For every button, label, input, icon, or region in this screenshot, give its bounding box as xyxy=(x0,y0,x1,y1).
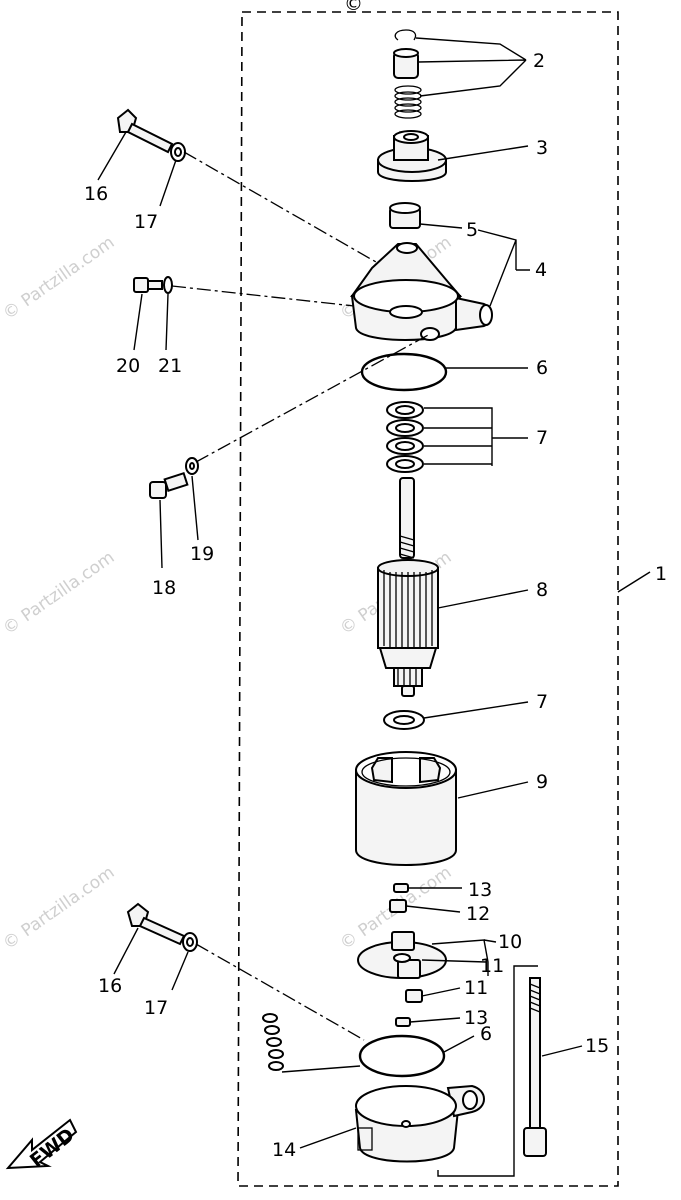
terminal-small-parts xyxy=(262,1013,284,1071)
part-17-washer-top xyxy=(170,142,186,162)
top-copyright-mark: © xyxy=(344,0,363,15)
callout-11-top: 11 xyxy=(480,955,504,977)
part-16-bolt-top xyxy=(116,108,174,154)
part-10-brush-holder xyxy=(357,931,447,979)
part-7-washer-stack-top xyxy=(386,401,424,473)
fwd-arrow-icon: FWD xyxy=(5,1118,79,1172)
callout-9: 9 xyxy=(536,771,548,793)
part-2-clip-collar-spring xyxy=(393,29,422,119)
callout-19: 19 xyxy=(190,543,214,565)
callout-12: 12 xyxy=(466,903,490,925)
assembly-dashed-border xyxy=(237,11,619,1187)
callout-5: 5 xyxy=(466,219,478,241)
callout-11-bottom: 11 xyxy=(464,977,488,999)
part-5-bushing xyxy=(389,202,421,229)
part-8-armature xyxy=(377,477,439,697)
callout-17-bottom: 17 xyxy=(144,997,168,1019)
watermark-3: © Partzilla.com xyxy=(0,547,118,639)
part-17-washer-bottom xyxy=(182,932,198,952)
callout-10: 10 xyxy=(498,931,522,953)
callout-16-bottom: 16 xyxy=(98,975,122,997)
watermark-1: © Partzilla.com xyxy=(0,232,118,324)
part-16-bolt-bottom xyxy=(126,902,186,946)
callout-7-bottom: 7 xyxy=(536,691,548,713)
callout-13-top: 13 xyxy=(468,879,492,901)
watermark-5: © Partzilla.com xyxy=(0,862,118,954)
leader-lines xyxy=(97,37,651,1177)
callout-21: 21 xyxy=(158,355,182,377)
part-7-washer-bottom xyxy=(383,710,425,730)
callout-15: 15 xyxy=(585,1035,609,1057)
callout-18: 18 xyxy=(152,577,176,599)
part-4-front-housing xyxy=(350,242,493,341)
callout-7-top: 7 xyxy=(536,427,548,449)
callout-13-bottom: 13 xyxy=(464,1007,488,1029)
callout-6-top: 6 xyxy=(536,357,548,379)
part-18-bolt xyxy=(149,471,189,499)
part-19-washer xyxy=(185,457,199,475)
callout-17-top: 17 xyxy=(134,211,158,233)
callout-3: 3 xyxy=(536,137,548,159)
part-6-oring-bottom xyxy=(358,1034,446,1078)
callout-16-top: 16 xyxy=(84,183,108,205)
callout-14: 14 xyxy=(272,1139,296,1161)
alignment-lines xyxy=(171,151,431,1041)
part-14-rear-housing xyxy=(354,1084,485,1163)
part-6-oring-top xyxy=(360,352,448,392)
brush-parts xyxy=(389,883,423,1027)
callout-6-bottom: 6 xyxy=(480,1023,492,1045)
part-15-through-bolt xyxy=(523,977,547,1157)
callout-2: 2 xyxy=(533,50,545,72)
callout-8: 8 xyxy=(536,579,548,601)
part-21-lock-washer xyxy=(163,276,173,294)
callout-1: 1 xyxy=(655,563,667,585)
callout-labels: 1 2 3 5 4 6 7 8 7 9 13 12 10 11 11 13 6 … xyxy=(84,50,667,1161)
callout-20: 20 xyxy=(116,355,140,377)
part-20-screw xyxy=(133,277,163,293)
callout-4: 4 xyxy=(535,259,547,281)
part-9-yoke xyxy=(355,751,457,866)
part-3-pinion-gear xyxy=(377,130,447,182)
